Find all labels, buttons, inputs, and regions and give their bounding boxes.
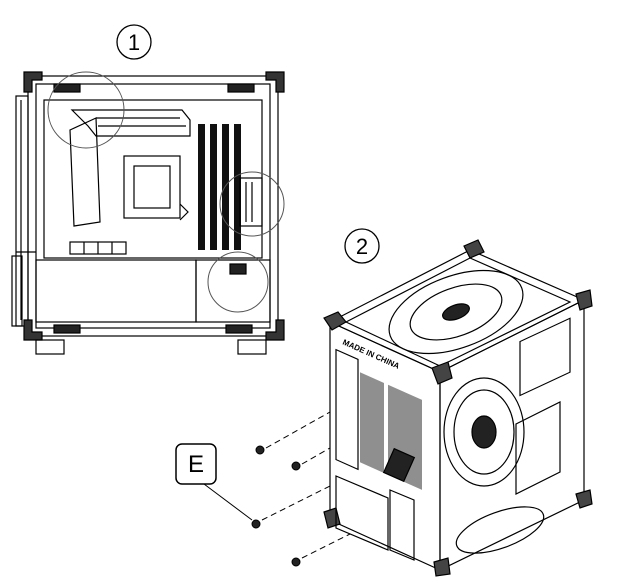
cpu-8pin-connector bbox=[229, 263, 247, 275]
screw-1 bbox=[255, 411, 331, 455]
callout-e: E bbox=[175, 443, 253, 521]
io-shield bbox=[335, 348, 359, 471]
screws bbox=[251, 411, 351, 567]
power-switch bbox=[382, 447, 416, 483]
screw-2 bbox=[291, 447, 331, 471]
step-1-figure: 1 bbox=[11, 24, 285, 355]
step-1-number: 1 bbox=[128, 30, 140, 55]
top-fan bbox=[388, 269, 524, 355]
side-fan bbox=[443, 377, 525, 487]
step-1-marker: 1 bbox=[116, 24, 152, 60]
case-corners bbox=[323, 239, 593, 577]
motherboard bbox=[43, 99, 263, 259]
step-2-number: 2 bbox=[356, 234, 368, 259]
step-2-marker: 2 bbox=[344, 228, 380, 264]
atx-24pin-connector bbox=[239, 177, 263, 227]
highlight-circles bbox=[47, 71, 285, 313]
ram-slots bbox=[198, 124, 241, 250]
screw-4 bbox=[291, 533, 351, 567]
bottom-fan bbox=[455, 506, 545, 554]
step-2-figure: 2 bbox=[323, 228, 593, 577]
psu-area bbox=[35, 259, 197, 323]
corner-brackets bbox=[23, 71, 285, 341]
case-side-face bbox=[439, 299, 585, 571]
callout-e-letter: E bbox=[188, 451, 204, 478]
screw-3 bbox=[251, 485, 331, 529]
cpu-socket bbox=[123, 155, 181, 219]
case-stamp-text: MADE IN CHINA bbox=[341, 338, 401, 371]
